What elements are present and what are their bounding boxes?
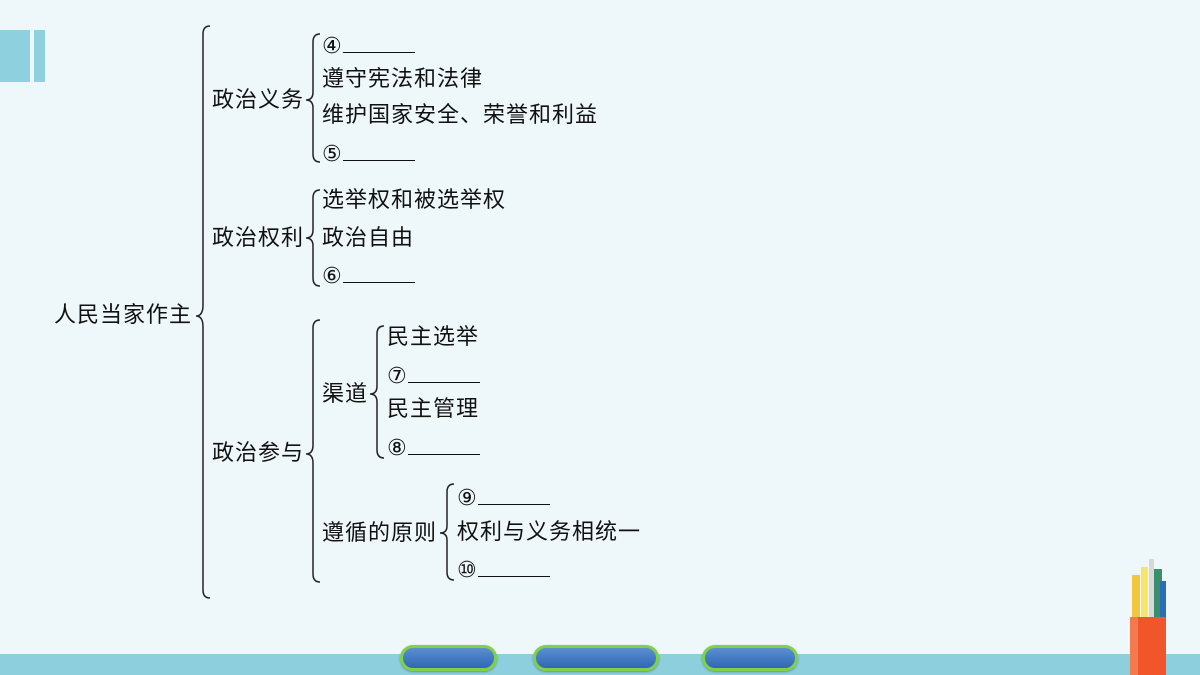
answer-blank bbox=[342, 140, 415, 161]
blank-number: ⑩ bbox=[457, 558, 478, 583]
duty-item: 维护国家安全、荣誉和利益 bbox=[322, 103, 599, 128]
participation-label: 政治参与 bbox=[212, 441, 305, 466]
answer-blank bbox=[407, 434, 480, 455]
duty-item-blank-5: ⑤ bbox=[322, 140, 415, 168]
answer-blank bbox=[407, 362, 480, 383]
next-slide-button[interactable] bbox=[702, 645, 798, 671]
principle-item: 权利与义务相统一 bbox=[457, 520, 642, 545]
home-slide-button[interactable] bbox=[533, 645, 659, 671]
principle-item-blank-9: ⑨ bbox=[457, 484, 550, 512]
blank-number: ⑧ bbox=[387, 436, 408, 461]
brace-duty bbox=[305, 33, 321, 163]
rights-label: 政治权利 bbox=[212, 226, 305, 251]
channel-item-blank-7: ⑦ bbox=[387, 362, 480, 390]
blank-number: ⑨ bbox=[457, 486, 478, 511]
pencil-cup-illustration bbox=[1130, 559, 1166, 675]
brace-root bbox=[195, 25, 211, 599]
answer-blank bbox=[477, 484, 550, 505]
answer-blank bbox=[477, 556, 550, 577]
brace-rights bbox=[305, 189, 321, 287]
blank-number: ⑤ bbox=[322, 142, 343, 167]
channels-label: 渠道 bbox=[322, 382, 369, 407]
principles-label: 遵循的原则 bbox=[322, 521, 438, 546]
blank-number: ⑦ bbox=[387, 364, 408, 389]
duty-item: 遵守宪法和法律 bbox=[322, 67, 484, 92]
rights-item: 政治自由 bbox=[322, 226, 415, 251]
duty-item-blank-4: ④ bbox=[322, 32, 415, 60]
corner-decoration-bar-wide bbox=[0, 30, 30, 82]
blank-number: ⑥ bbox=[322, 264, 343, 289]
brace-channels bbox=[369, 325, 385, 459]
brace-principles bbox=[439, 483, 455, 581]
root-label: 人民当家作主 bbox=[54, 303, 193, 328]
duty-label: 政治义务 bbox=[212, 88, 305, 113]
answer-blank bbox=[342, 262, 415, 283]
channel-item-blank-8: ⑧ bbox=[387, 434, 480, 462]
rights-item-blank-6: ⑥ bbox=[322, 262, 415, 290]
corner-decoration-bar-narrow bbox=[34, 30, 45, 82]
answer-blank bbox=[342, 32, 415, 53]
channel-item: 民主管理 bbox=[387, 397, 480, 422]
brace-participation bbox=[305, 319, 321, 583]
principle-item-blank-10: ⑩ bbox=[457, 556, 550, 584]
prev-slide-button[interactable] bbox=[400, 645, 497, 671]
rights-item: 选举权和被选举权 bbox=[322, 188, 507, 213]
blank-number: ④ bbox=[322, 34, 343, 59]
channel-item: 民主选举 bbox=[387, 325, 480, 350]
